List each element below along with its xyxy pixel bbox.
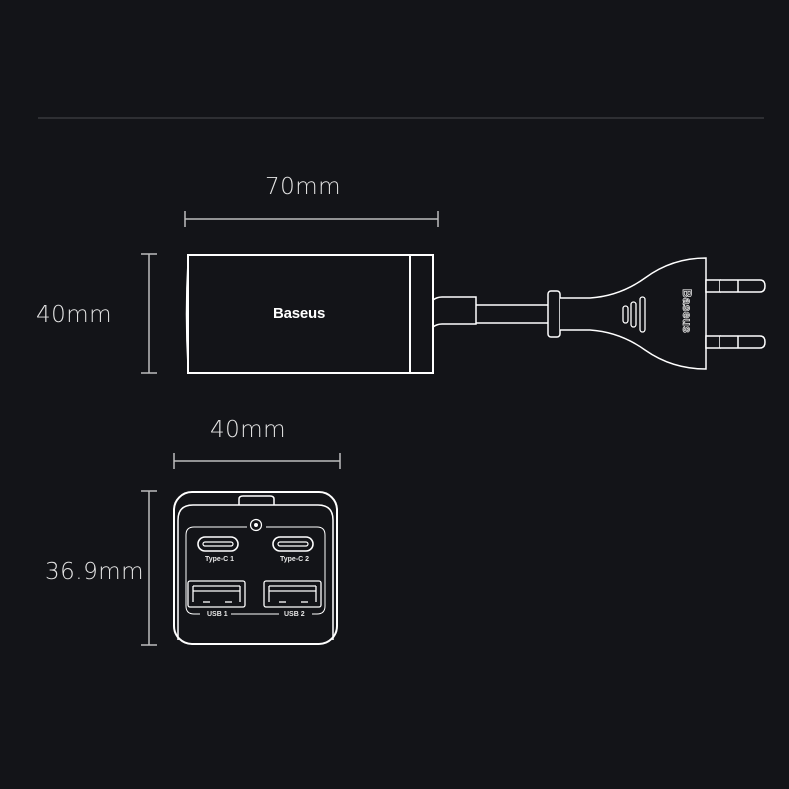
- port-label-type-c-2: Type-C 2: [280, 556, 310, 563]
- dimension-lines: [141, 211, 439, 646]
- front-view: [173, 491, 338, 645]
- cable-ring: [547, 290, 561, 338]
- side-view: [185, 254, 766, 374]
- front-inner-frame: [177, 504, 334, 640]
- port-label-usb-2: USB 2: [282, 611, 307, 618]
- top-divider: [38, 117, 764, 119]
- front-outer-shell: [173, 491, 338, 645]
- brand-logo: Baseus: [273, 305, 326, 322]
- usb-a-port-1: [187, 580, 246, 608]
- port-label-type-c-1: Type-C 1: [205, 556, 235, 563]
- port-label-usb-1: USB 1: [205, 611, 230, 618]
- cable-strain: [432, 296, 477, 328]
- plug-prong: [705, 335, 766, 349]
- plug-brand-logo: Baseus: [679, 289, 695, 334]
- side-width-label: 70mm: [265, 174, 342, 200]
- grip-line: [622, 305, 629, 324]
- front-height-label: 36.9mm: [45, 559, 145, 585]
- side-height-label: 40mm: [36, 302, 113, 328]
- front-width-label: 40mm: [210, 417, 287, 443]
- plug-prong: [705, 279, 766, 293]
- charger-body: [187, 254, 434, 374]
- grip-line: [639, 296, 646, 333]
- top-tab: [238, 495, 275, 505]
- plug-body: [560, 257, 707, 370]
- usb-a-port-2: [263, 580, 322, 608]
- grip-line: [630, 301, 637, 328]
